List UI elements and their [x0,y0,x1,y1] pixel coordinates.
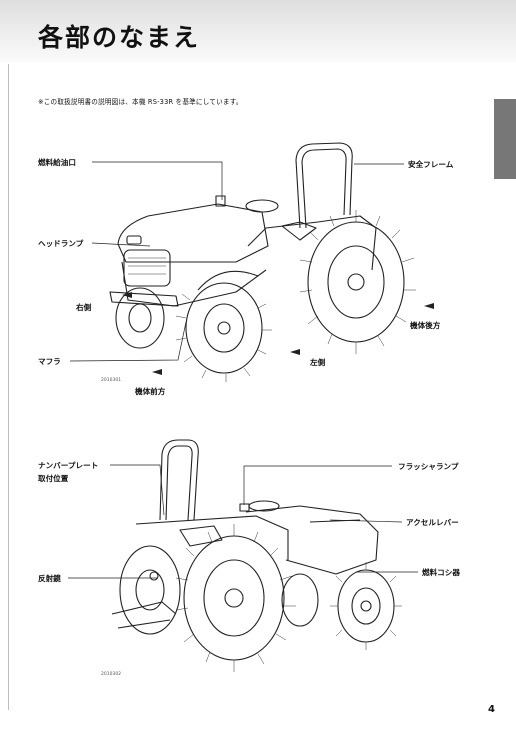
label-fuel-filter: 燃料コシ器 [422,568,460,577]
tractor-front-view-illustration [69,142,434,382]
tractor-rear-view-illustration [68,439,418,672]
header-band [0,0,516,62]
label-headlamp: ヘッドランプ [38,239,84,248]
label-right-side: 右側 [76,303,92,312]
label-number-plate: ナンバープレート [38,461,99,470]
figure2-code: 2010302 [101,672,122,677]
label-number-plate-position: 取付位置 [38,474,69,483]
figure1-code: 2010301 [101,378,122,383]
label-safety-frame: 安全フレーム [408,160,454,169]
label-fuel-inlet: 燃料給油口 [38,158,76,167]
label-left-side: 左側 [310,358,326,367]
label-reflector: 反射鏡 [38,574,61,583]
label-accel-lever: アクセルレバー [406,518,459,527]
label-flasher-lamp: フラッシャランプ [398,462,459,471]
margin-line [8,64,9,710]
page-number: 4 [488,704,495,715]
label-rear: 機体後方 [410,321,441,330]
scope-note: ※この取扱説明書の説明図は、本機 RS-33R を基準にしています。 [38,98,243,106]
label-front: 機体前方 [135,387,166,396]
section-tab [494,99,516,179]
page-title: 各部のなまえ [38,23,201,52]
label-muffler: マフラ [38,357,61,366]
